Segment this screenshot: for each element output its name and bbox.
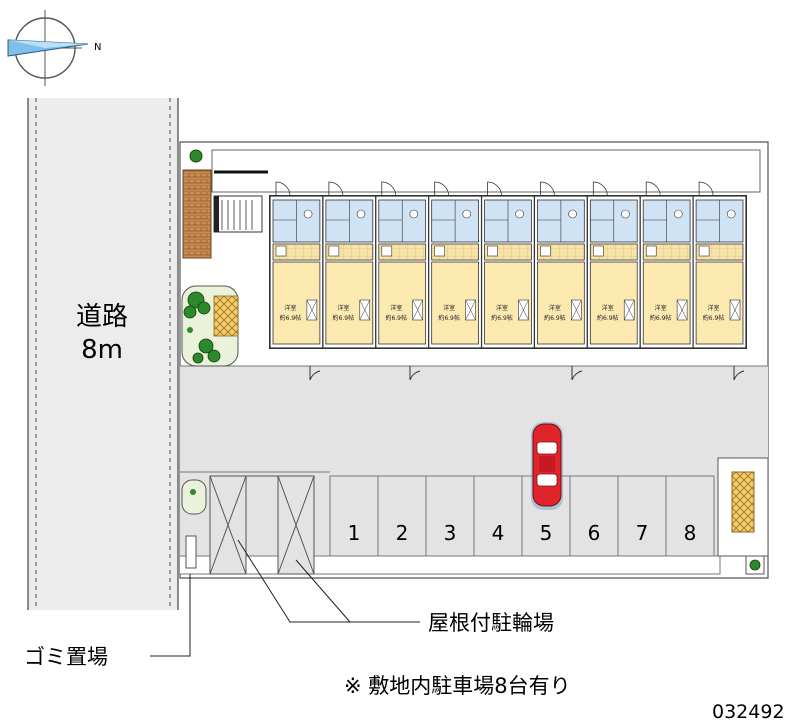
- road-label: 道路: [76, 302, 128, 332]
- toilet-icon: [356, 209, 366, 219]
- room-type-label: 洋室: [390, 304, 402, 312]
- toilet-icon: [726, 209, 736, 219]
- room-type-label: 洋室: [708, 304, 720, 312]
- parking-space: 3: [425, 475, 475, 557]
- room-size-label: 約6.9帖: [438, 314, 460, 322]
- room-type-label: 洋室: [443, 304, 455, 312]
- north-label: N: [94, 42, 101, 53]
- parking-number: 7: [636, 521, 649, 545]
- parking-stall: [569, 475, 619, 557]
- parking-space: 4: [473, 475, 523, 557]
- room-type-label: 洋室: [655, 304, 667, 312]
- road: 道路 8m: [27, 98, 179, 610]
- tree-icon: [189, 149, 203, 163]
- toilet-icon: [303, 209, 313, 219]
- room-type-label: 洋室: [284, 304, 296, 312]
- parking-stall: [329, 475, 379, 557]
- property-code: 032492: [712, 701, 785, 723]
- garden: [181, 285, 239, 367]
- staircase: [213, 195, 263, 233]
- garbage-planter: [181, 479, 207, 515]
- room-size-label: 約6.9帖: [597, 314, 619, 322]
- bike-parking-label: 屋根付駐輪場: [428, 611, 554, 635]
- parking-stall: [617, 475, 667, 557]
- garbage-area: [181, 479, 207, 569]
- car-icon: [531, 422, 563, 510]
- toilet-icon: [568, 209, 577, 219]
- parking-stall: [377, 475, 427, 557]
- parking-stall: [665, 475, 715, 557]
- parking-number: 4: [492, 521, 505, 545]
- wood-deck: [213, 295, 239, 337]
- bicycle-parking: [209, 475, 315, 575]
- room-size-label: 約6.9帖: [650, 314, 672, 322]
- leader-lines: [150, 539, 420, 657]
- parking-number: 2: [396, 521, 409, 545]
- parking-spaces: 1 2 3 4 5 6 7 8: [329, 475, 715, 557]
- tree-icon: [749, 559, 761, 571]
- parking-space: 6: [569, 475, 619, 557]
- room-size-label: 約6.9帖: [491, 314, 513, 322]
- parking-number: 5: [540, 521, 553, 545]
- apartment-building: 洋室約6.9帖洋室約6.9帖洋室約6.9帖洋室約6.9帖洋室約6.9帖洋室約6.…: [269, 181, 747, 349]
- parking-stall: [425, 475, 475, 557]
- room-size-label: 約6.9帖: [544, 314, 566, 322]
- room-size-label: 約6.9帖: [385, 314, 407, 322]
- storage-right: [717, 457, 769, 575]
- toilet-icon: [621, 209, 630, 219]
- parking-number: 6: [588, 521, 601, 545]
- parking-space: 8: [665, 475, 715, 557]
- room-type-label: 洋室: [549, 304, 561, 312]
- room-type-label: 洋室: [496, 304, 508, 312]
- compass: N: [7, 10, 101, 86]
- road-surface: [28, 98, 178, 610]
- room-size-label: 約6.9帖: [280, 314, 302, 322]
- road-width: 8m: [81, 335, 123, 365]
- room-size-label: 約6.9帖: [703, 314, 725, 322]
- toilet-icon: [515, 209, 524, 219]
- parking-note: ※ 敷地内駐車場8台有り: [344, 674, 571, 698]
- parking-space: 1: [329, 475, 379, 557]
- north-walkway: [211, 149, 761, 193]
- parking-number: 1: [348, 521, 361, 545]
- toilet-icon: [409, 209, 419, 219]
- storage-rack: [731, 471, 755, 533]
- parking-number: 3: [444, 521, 457, 545]
- room-type-label: 洋室: [337, 304, 349, 312]
- living-room: [695, 261, 744, 345]
- garbage-station: [185, 535, 197, 569]
- building-doors: [309, 366, 745, 381]
- parking-stall: [473, 475, 523, 557]
- parking-number: 8: [684, 521, 697, 545]
- room-type-label: 洋室: [602, 304, 614, 312]
- parking-space: 2: [377, 475, 427, 557]
- living-room: [272, 261, 321, 345]
- toilet-icon: [462, 209, 472, 219]
- room-size-label: 約6.9帖: [333, 314, 355, 322]
- parking-space: 7: [617, 475, 667, 557]
- garbage-label: ゴミ置場: [24, 645, 108, 669]
- toilet-icon: [674, 209, 683, 219]
- brick-walkway: [182, 169, 212, 259]
- driveway: [180, 366, 768, 472]
